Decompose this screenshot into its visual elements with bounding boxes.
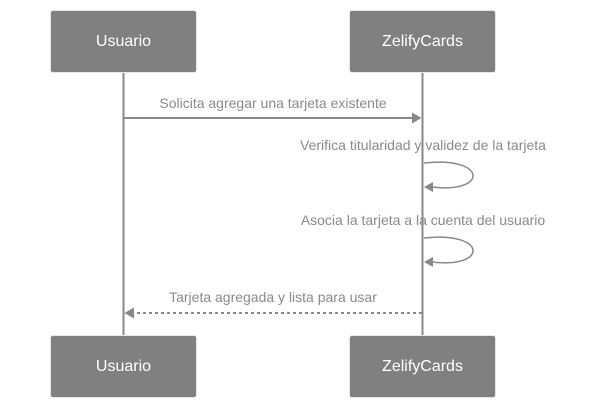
- message-label-verifica: Verifica titularidad y validez de la tar…: [300, 137, 546, 153]
- actor-box-zelifycards-bottom: ZelifyCards: [349, 335, 496, 398]
- self-loop-verifica: [423, 161, 474, 192]
- actor-box-usuario-top: Usuario: [50, 10, 197, 73]
- return-arrow-tarjeta-agregada: [124, 307, 422, 319]
- message-label-tarjeta-agregada: Tarjeta agregada y lista para usar: [169, 289, 377, 305]
- actor-label-zelifycards-top: ZelifyCards: [382, 32, 463, 50]
- actor-box-zelifycards-top: ZelifyCards: [349, 10, 496, 73]
- actor-label-usuario-top: Usuario: [95, 32, 152, 50]
- message-label-asocia: Asocia la tarjeta a la cuenta del usuari…: [300, 212, 546, 228]
- actor-box-usuario-bottom: Usuario: [50, 335, 197, 398]
- self-loop-asocia: [423, 236, 474, 267]
- actor-label-usuario-bottom: Usuario: [95, 357, 152, 375]
- message-arrow-solicita: [124, 112, 422, 124]
- message-label-solicita: Solicita agregar una tarjeta existente: [159, 95, 387, 111]
- actor-label-zelifycards-bottom: ZelifyCards: [382, 357, 463, 375]
